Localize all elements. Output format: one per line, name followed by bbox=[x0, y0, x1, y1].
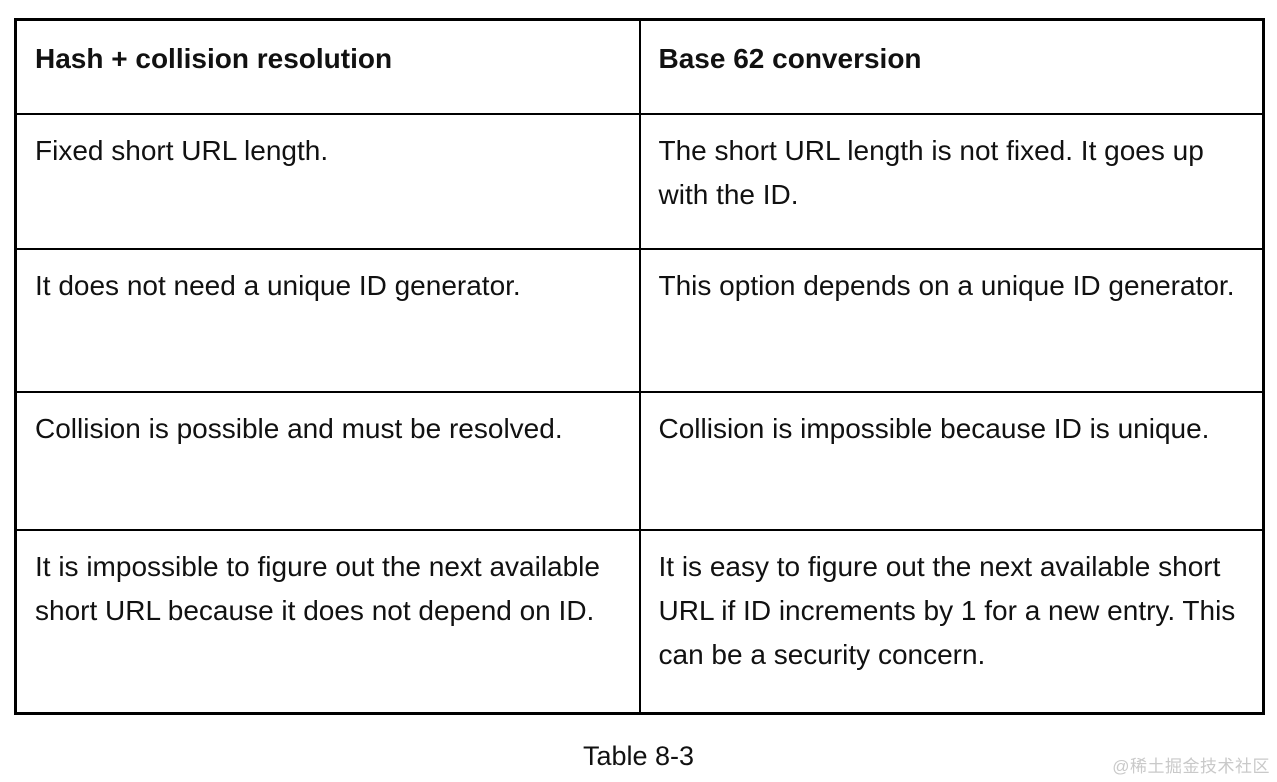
column-header-hash-collision: Hash + collision resolution bbox=[14, 18, 641, 115]
column-header-base62: Base 62 conversion bbox=[638, 18, 1265, 115]
table-cell: Collision is impossible because ID is un… bbox=[638, 390, 1265, 531]
table-cell: This option depends on a unique ID gener… bbox=[638, 247, 1265, 393]
watermark: @稀土掘金技术社区 bbox=[1112, 757, 1270, 776]
table-row: Collision is possible and must be resolv… bbox=[14, 390, 1265, 531]
table-cell: Collision is possible and must be resolv… bbox=[14, 390, 641, 531]
table-cell: It is impossible to figure out the next … bbox=[14, 528, 641, 715]
table-cell: The short URL length is not fixed. It go… bbox=[638, 112, 1265, 250]
table-row: It is impossible to figure out the next … bbox=[14, 528, 1265, 715]
table-row: Fixed short URL length. The short URL le… bbox=[14, 112, 1265, 250]
table-cell: It is easy to figure out the next availa… bbox=[638, 528, 1265, 715]
table-cell: Fixed short URL length. bbox=[14, 112, 641, 250]
table-caption: Table 8-3 bbox=[582, 741, 695, 771]
table-cell: It does not need a unique ID generator. bbox=[14, 247, 641, 393]
comparison-table: Hash + collision resolution Base 62 conv… bbox=[14, 18, 1265, 715]
table-row: It does not need a unique ID generator. … bbox=[14, 247, 1265, 393]
table-header-row: Hash + collision resolution Base 62 conv… bbox=[14, 18, 1265, 115]
